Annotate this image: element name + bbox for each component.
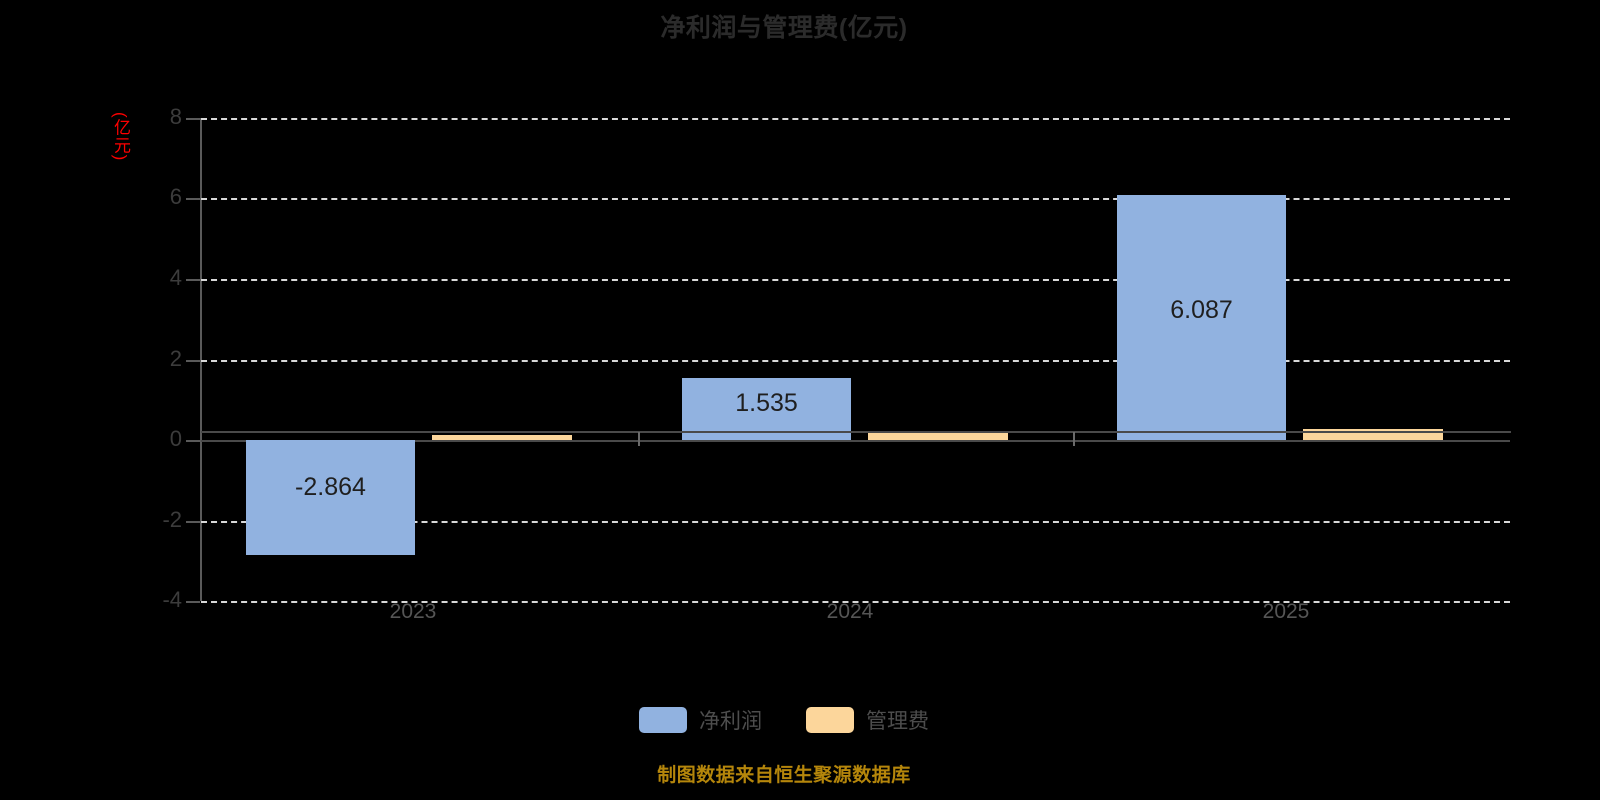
gridline-4 xyxy=(201,279,1510,281)
bar-value-label-net-2023: -2.864 xyxy=(295,473,366,501)
gridline-0 xyxy=(201,440,1510,442)
y-tick-label: -4 xyxy=(162,587,182,612)
y-tick-mark xyxy=(186,360,200,362)
legend-swatch-management-fee-icon xyxy=(806,707,854,733)
legend-label-management-fee: 管理费 xyxy=(866,710,929,733)
gridline-neg4 xyxy=(201,601,1510,603)
y-tick-label: -2 xyxy=(162,507,182,532)
gridline-2 xyxy=(201,360,1510,362)
x-tick-label-2025: 2025 xyxy=(1262,600,1310,623)
bar-management-fee-2023[interactable] xyxy=(432,435,572,440)
bar-value-label-net-2024: 1.535 xyxy=(735,389,798,417)
legend-item-management-fee[interactable]: 管理费 xyxy=(806,705,929,735)
bar-net-profit-2023[interactable] xyxy=(246,440,415,555)
x-axis-separator xyxy=(1073,432,1075,446)
bar-management-fee-2024[interactable] xyxy=(868,432,1008,440)
gridline-neg2 xyxy=(201,521,1510,523)
y-tick-mark xyxy=(186,440,200,442)
y-tick-label: 0 xyxy=(169,426,182,451)
y-tick-label: 6 xyxy=(169,184,182,209)
legend-swatch-net-profit-icon xyxy=(639,707,687,733)
y-tick-label: 4 xyxy=(169,265,182,290)
source-watermark: 制图数据来自恒生聚源数据库 xyxy=(657,765,911,786)
y-axis-line xyxy=(200,118,202,601)
y-tick-mark xyxy=(186,601,200,603)
legend-item-net-profit[interactable]: 净利润 xyxy=(639,705,762,735)
y-tick-label: 2 xyxy=(169,346,182,371)
y-tick-label: 8 xyxy=(169,104,182,129)
plot-area: -2.864 1.535 6.087 xyxy=(201,118,1510,603)
bar-management-fee-2025[interactable] xyxy=(1303,429,1443,440)
gridline-8 xyxy=(201,118,1510,120)
y-tick-mark xyxy=(186,198,200,200)
chart-legend: 净利润 管理费 xyxy=(0,705,1568,735)
chart-title: 净利润与管理费(亿元) xyxy=(660,14,908,42)
x-axis-separator xyxy=(638,432,640,446)
y-axis-labels: 8 6 4 2 0 -2 -4 xyxy=(140,104,182,612)
legend-label-net-profit: 净利润 xyxy=(699,710,762,733)
x-axis-line xyxy=(201,431,1511,433)
y-tick-mark xyxy=(186,279,200,281)
x-tick-label-2023: 2023 xyxy=(389,600,437,623)
bar-value-label-net-2025: 6.087 xyxy=(1170,296,1233,324)
gridline-6 xyxy=(201,198,1510,200)
bar-net-profit-2024[interactable] xyxy=(682,378,851,440)
y-axis-title: (亿元) xyxy=(111,112,130,162)
x-tick-label-2024: 2024 xyxy=(826,600,874,623)
y-tick-mark xyxy=(186,118,200,120)
y-tick-mark xyxy=(186,521,200,523)
bar-net-profit-2025[interactable] xyxy=(1117,195,1286,440)
